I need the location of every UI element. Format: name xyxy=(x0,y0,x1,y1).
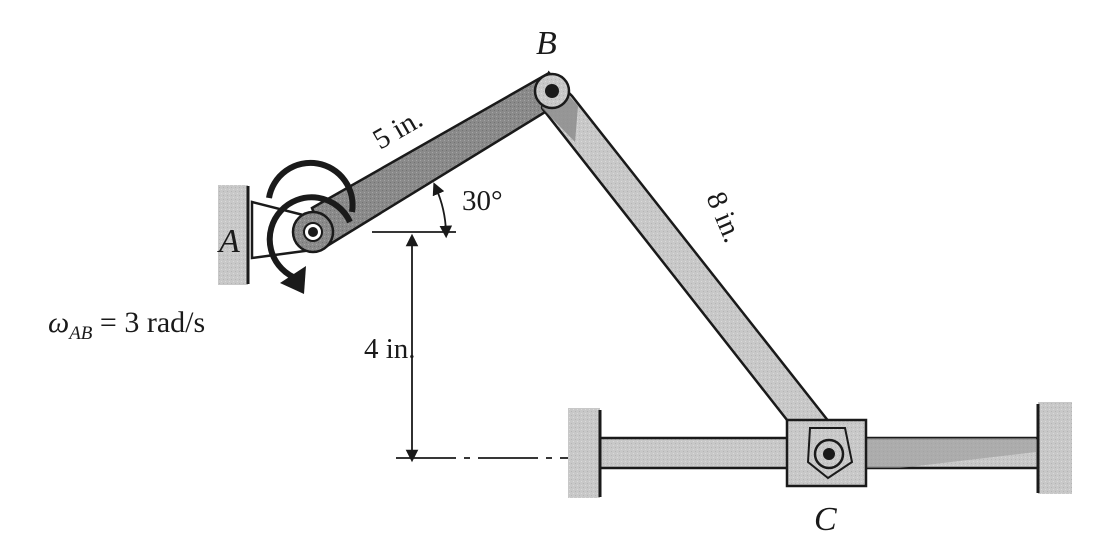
angular-velocity-arrow-tail xyxy=(266,159,356,213)
point-label-c: C xyxy=(814,501,837,538)
dimension-label-bc: 8 in. xyxy=(700,187,750,247)
angle-label: 30° xyxy=(462,185,503,217)
rail-support-left xyxy=(568,408,600,498)
rail-support-right xyxy=(1038,402,1072,494)
angular-velocity-label: ωAB = 3 rad/s xyxy=(48,306,205,344)
pin-a-dot xyxy=(308,227,318,237)
point-label-a: A xyxy=(217,223,240,260)
guide-rod-shadow xyxy=(866,438,1036,468)
link-ab xyxy=(291,71,570,254)
angular-velocity-arrowhead xyxy=(280,266,306,294)
link-bc xyxy=(540,70,850,464)
support-a-wall xyxy=(218,185,248,285)
height-label: 4 in. xyxy=(364,333,416,365)
pin-c-dot xyxy=(823,448,835,460)
angle-arc xyxy=(432,182,453,239)
angular-velocity-arrow xyxy=(266,194,353,282)
pin-b-dot xyxy=(545,84,559,98)
point-label-b: B xyxy=(536,25,557,62)
